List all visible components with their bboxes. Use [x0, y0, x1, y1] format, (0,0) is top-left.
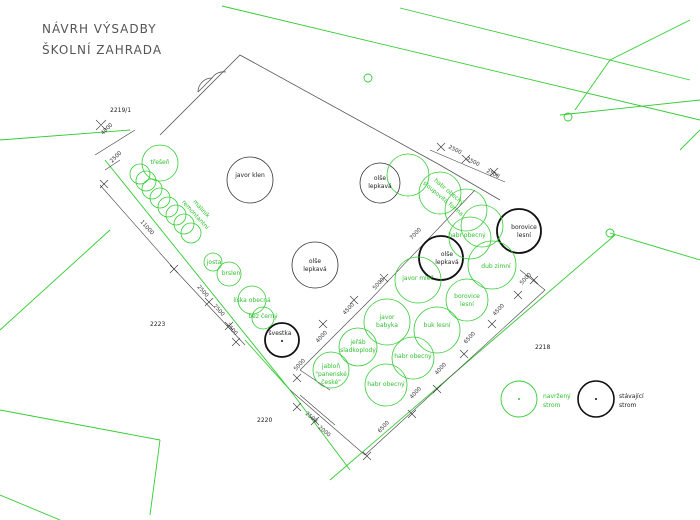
proposed-trees: [129, 144, 517, 407]
label-josta: josta: [206, 259, 222, 266]
tree-svestka: [264, 322, 300, 358]
label-jablon: české": [321, 379, 341, 386]
tree-dub: [467, 240, 517, 290]
tree-olse-1: [291, 241, 339, 289]
parcel-numbers: 2219/1 2223 2220 2218: [110, 107, 550, 424]
dim-label: 4000: [409, 386, 423, 401]
label-tresen: třešeň: [151, 159, 170, 166]
dim-label: 2000: [317, 425, 332, 439]
title-line-2: ŠKOLNÍ ZAHRADA: [42, 42, 162, 57]
tree-bez: [251, 306, 275, 330]
tree-habr-3: [364, 363, 408, 407]
label-olse: olše: [441, 251, 453, 258]
dim-label: 5000: [372, 277, 386, 292]
existing-tree-labels: javor klen olše lepkavá olše lepkavá olš…: [234, 172, 537, 337]
legend-proposed-label: strom: [543, 402, 560, 409]
label-borovice: borovice: [454, 293, 480, 300]
dim-label: 2500: [465, 156, 481, 168]
tree-buk: [413, 306, 461, 354]
tree-borovice-1: [496, 208, 542, 254]
label-olse: lepkavá: [368, 183, 392, 190]
label-dub: dub zimní: [481, 263, 511, 270]
dim-label: 4000: [315, 330, 329, 345]
label-brslen: brslen: [222, 270, 241, 277]
tree-javor-babyka: [363, 298, 411, 346]
parcel-number: 2219/1: [110, 107, 131, 114]
label-svestka: švestka: [269, 330, 292, 337]
label-buk: buk lesní: [424, 322, 451, 329]
dimension-ticks: [95, 119, 539, 461]
parcel-number: 2220: [257, 417, 272, 424]
tree-brslen: [216, 261, 242, 287]
label-javor-babyka: javor: [378, 314, 395, 321]
dim-label: 4000: [434, 362, 448, 377]
tree-javor-klen: [226, 156, 274, 204]
label-olse: lepkavá: [435, 259, 459, 266]
legend-proposed-symbol: [500, 380, 538, 418]
label-olse: lepkavá: [303, 266, 327, 273]
legend-existing-label: stávající: [619, 393, 644, 400]
legend-existing-label: strom: [619, 402, 636, 409]
label-jerab: sladkoplodý: [340, 347, 376, 354]
legend-proposed-label: navržený: [543, 393, 571, 400]
existing-trees-bold: [264, 208, 542, 358]
label-javor-babyka: babyka: [376, 322, 398, 329]
tree-habr-2: [391, 336, 435, 380]
dim-label: 2500: [196, 284, 210, 299]
label-javor-klen: javor klen: [234, 172, 265, 179]
dim-label: 6500: [377, 420, 391, 435]
dim-label: 4500: [492, 303, 506, 318]
tree-josta: [203, 252, 223, 272]
parcel-number: 2218: [535, 344, 550, 351]
dimension-labels: 4000 2500 11000 2500 2500 2500 2500 2500…: [100, 122, 533, 439]
parcel-number: 2223: [150, 321, 165, 328]
dim-label: 11000: [139, 219, 156, 236]
label-jerab: jeřáb: [349, 339, 366, 346]
legend: navržený strom stávající strom: [500, 380, 644, 418]
label-borovice: lesní: [460, 301, 474, 308]
dim-label: 7000: [409, 227, 423, 242]
tree-olse-2: [359, 162, 401, 204]
label-bez: bez černý: [248, 313, 278, 320]
legend-existing-symbol: [577, 380, 615, 418]
tree-liska: [237, 285, 267, 315]
title-line-1: NÁVRH VÝSADBY: [42, 21, 157, 36]
label-jablon: jabloň: [321, 363, 340, 370]
label-olse: olše: [309, 258, 321, 265]
dim-label: 4500: [342, 302, 356, 317]
tree-javor-mlec: [394, 256, 442, 304]
label-borovice: lesní: [517, 232, 531, 239]
tree-borovice-2: [445, 278, 489, 322]
label-borovice: borovice: [511, 224, 537, 231]
dim-label: 2500: [225, 322, 239, 337]
dim-label: 6500: [463, 331, 477, 346]
label-liska: líska obecná: [233, 297, 271, 304]
label-habr: habr obecný: [448, 232, 486, 239]
tree-habr-1: [448, 216, 492, 260]
dim-label: 4000: [100, 122, 114, 136]
property-boundary: [159, 54, 501, 201]
label-jablon: "panenské: [315, 371, 347, 378]
label-olse: olše: [374, 175, 386, 182]
label-javor-mlec: javor mléč: [401, 275, 433, 282]
label-habr: habr obecný: [367, 381, 405, 388]
label-habr: habr obecný: [394, 353, 432, 360]
dim-label: 2500: [212, 303, 226, 318]
dim-label: 2500: [485, 168, 501, 180]
dim-label: 2500: [447, 144, 463, 156]
tree-jablon: [312, 351, 350, 389]
parcel-boundaries: [0, 5, 700, 520]
tree-tresen: [141, 144, 179, 182]
tree-jerab: [338, 327, 378, 367]
existing-trees: [226, 156, 401, 289]
